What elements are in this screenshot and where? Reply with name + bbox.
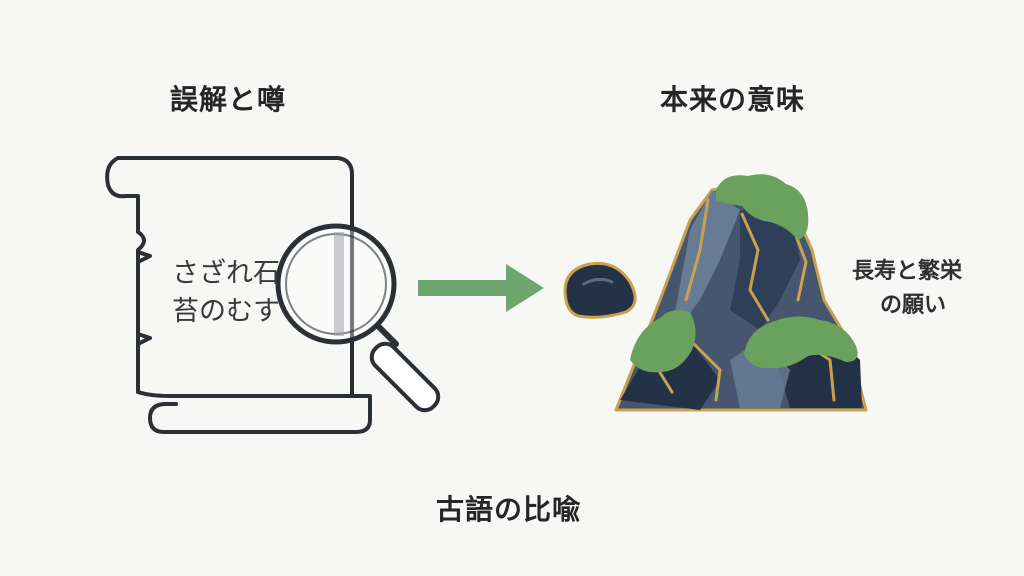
mountain-caption-line2: の願い <box>880 293 947 318</box>
ancient-metaphor-title: 古語の比喩 <box>436 493 582 526</box>
true-meaning-title: 本来の意味 <box>660 83 806 116</box>
misconception-title: 誤解と噂 <box>170 83 287 116</box>
scroll-text-line1: さざれ石 <box>172 258 280 289</box>
scroll-text-line2: 苔のむす <box>172 296 280 327</box>
magnifier-icon <box>275 223 441 413</box>
scroll-icon <box>105 156 372 434</box>
arrow-right-icon <box>418 264 544 312</box>
mountain-caption-line1: 長寿と繁栄 <box>852 259 963 284</box>
mountain-rock-icon <box>614 174 868 412</box>
pebble-icon <box>563 261 637 319</box>
